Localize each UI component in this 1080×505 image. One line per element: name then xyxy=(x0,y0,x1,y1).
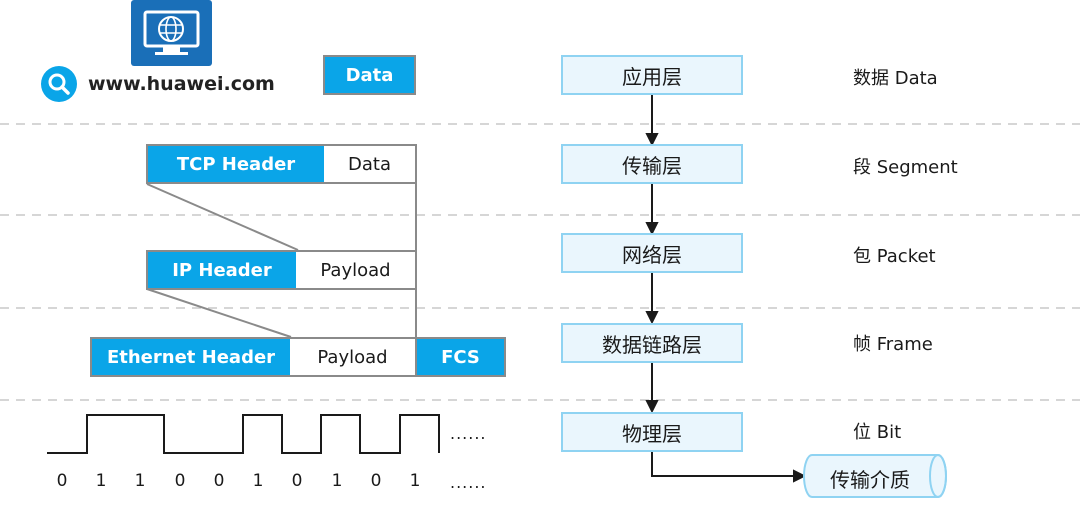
bit-label: 0 xyxy=(370,471,382,491)
layer-transport: 传输层 xyxy=(561,144,743,184)
layer-network: 网络层 xyxy=(561,233,743,273)
ip-payload-box: Payload xyxy=(296,250,417,290)
pdu-label-packet: 包 Packet xyxy=(853,246,936,267)
search-icon[interactable] xyxy=(41,66,77,102)
bit-label: 0 xyxy=(213,471,225,491)
bit-label: 0 xyxy=(56,471,68,491)
layer-physical: 物理层 xyxy=(561,412,743,452)
layer-application: 应用层 xyxy=(561,55,743,95)
waveform-ellipsis: ...... xyxy=(450,424,487,443)
bit-label: 1 xyxy=(331,471,343,491)
computer-globe-icon xyxy=(131,0,212,66)
data-box: Data xyxy=(323,55,416,95)
pdu-label-bit: 位 Bit xyxy=(853,422,902,443)
bit-label: 1 xyxy=(409,471,421,491)
transmission-medium-label: 传输介质 xyxy=(830,468,910,492)
pdu-label-data: 数据 Data xyxy=(853,68,938,89)
bit-label: 0 xyxy=(291,471,303,491)
bit-label: 1 xyxy=(252,471,264,491)
medium-cylinder xyxy=(803,454,947,498)
ip-header-box: IP Header xyxy=(146,250,298,290)
ethernet-payload-box: Payload xyxy=(290,337,417,377)
bit-label: 0 xyxy=(174,471,186,491)
fcs-box: FCS xyxy=(415,337,506,377)
pdu-label-frame: 帧 Frame xyxy=(853,334,933,355)
tcp-header-box: TCP Header xyxy=(146,144,326,184)
bits-ellipsis: ...... xyxy=(450,473,487,492)
tcp-data-box: Data xyxy=(324,144,417,184)
url-text[interactable]: www.huawei.com xyxy=(88,73,275,95)
layer-data-link: 数据链路层 xyxy=(561,323,743,363)
layer-arrows xyxy=(645,95,807,483)
bit-waveform xyxy=(47,414,440,454)
ethernet-header-box: Ethernet Header xyxy=(90,337,292,377)
bit-label: 1 xyxy=(134,471,146,491)
ip-to-eth-left xyxy=(146,288,292,338)
pdu-label-segment: 段 Segment xyxy=(853,157,958,178)
bit-label: 1 xyxy=(95,471,107,491)
tcp-to-ip-left xyxy=(146,183,299,251)
